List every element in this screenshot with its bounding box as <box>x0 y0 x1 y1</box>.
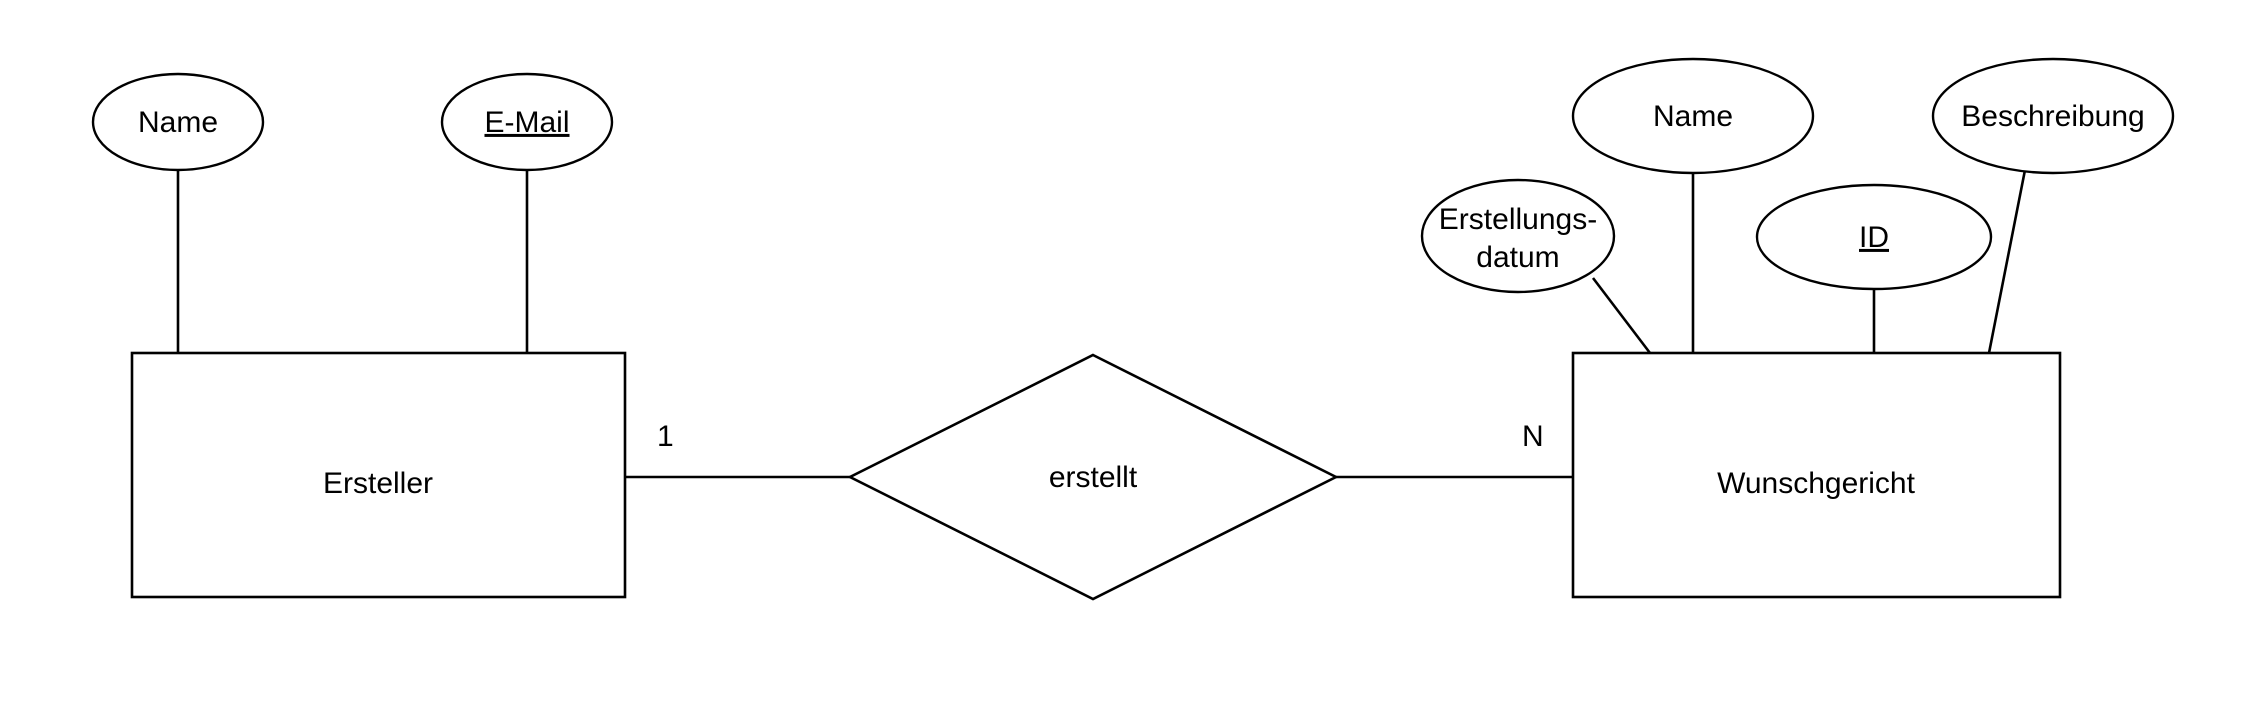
entity-ersteller-box[interactable] <box>130 351 627 599</box>
attribute-ersteller-email-ellipse[interactable] <box>440 72 614 172</box>
attribute-wunschgericht-name-label: Name <box>1653 100 1733 133</box>
attribute-wunschgericht-name-ellipse[interactable] <box>1571 57 1815 175</box>
attribute-ersteller-name-label: Name <box>138 106 218 139</box>
attribute-wunschgericht-beschreibung-ellipse[interactable] <box>1931 57 2175 175</box>
attribute-wunschgericht-erstellungsdatum-label-line1: Erstellungs- <box>1439 203 1597 236</box>
attribute-connector-wunschgericht-beschreibung <box>1987 169 2027 354</box>
relationship-erstellt-label: erstellt <box>1049 461 1138 494</box>
cardinality-label-right: N <box>1522 420 1544 453</box>
attribute-ersteller-name[interactable]: Name <box>91 72 265 172</box>
entity-ersteller[interactable]: Ersteller <box>130 351 627 599</box>
attribute-wunschgericht-id-label: ID <box>1859 221 1889 254</box>
entity-ersteller-label: Ersteller <box>323 467 433 500</box>
attribute-wunschgericht-id-ellipse[interactable] <box>1755 183 1993 291</box>
entity-wunschgericht-box[interactable] <box>1571 351 2062 599</box>
attribute-wunschgericht-erstellungsdatum[interactable]: Erstellungs- datum <box>1420 178 1616 294</box>
attribute-wunschgericht-erstellungsdatum-ellipse[interactable] <box>1420 178 1616 294</box>
attribute-wunschgericht-name[interactable]: Name <box>1571 57 1815 175</box>
attribute-ersteller-name-ellipse[interactable] <box>91 72 265 172</box>
attribute-connector-wunschgericht-erstellungsdatum <box>1591 277 1652 354</box>
attribute-ersteller-email[interactable]: E-Mail <box>440 72 614 172</box>
attribute-wunschgericht-erstellungsdatum-label-line2: datum <box>1476 241 1559 274</box>
cardinality-label-left: 1 <box>657 420 674 453</box>
attribute-wunschgericht-id[interactable]: ID <box>1755 183 1993 291</box>
attribute-wunschgericht-beschreibung[interactable]: Beschreibung <box>1931 57 2175 175</box>
attribute-ersteller-email-label: E-Mail <box>484 106 569 139</box>
relationship-erstellt[interactable]: erstellt <box>847 353 1339 601</box>
entity-wunschgericht-label: Wunschgericht <box>1717 467 1916 500</box>
attribute-wunschgericht-beschreibung-label: Beschreibung <box>1961 100 2144 133</box>
entity-wunschgericht[interactable]: Wunschgericht <box>1571 351 2062 599</box>
relationship-erstellt-diamond[interactable] <box>847 353 1339 601</box>
